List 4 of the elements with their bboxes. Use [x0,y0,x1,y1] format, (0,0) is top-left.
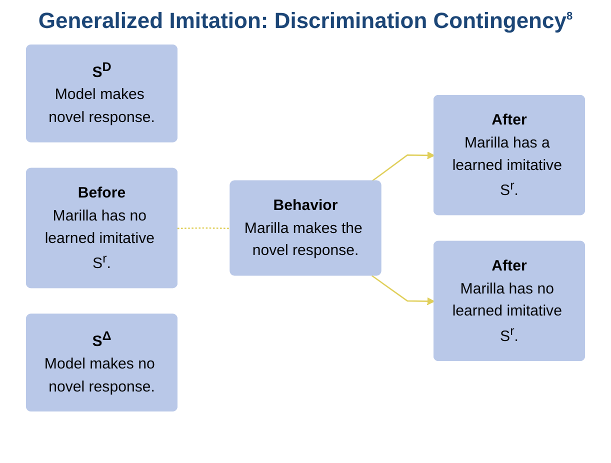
arrow [371,275,435,306]
diagram-title: Generalized Imitation: Discrimination Contingency$^{8}$ [37,8,574,34]
arrow [371,152,435,182]
connector [177,228,231,230]
